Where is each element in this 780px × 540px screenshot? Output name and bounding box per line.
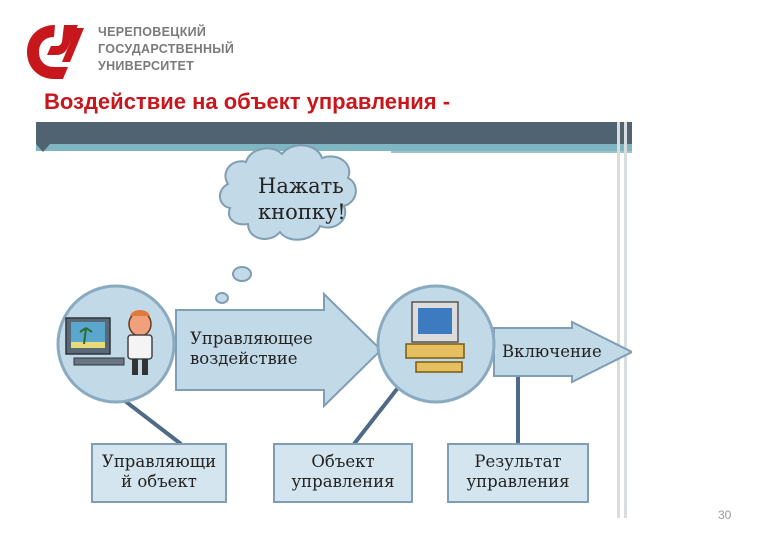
- university-name-line: ЧЕРЕПОВЕЦКИЙ: [98, 25, 207, 39]
- edge-stripe: [617, 122, 620, 518]
- computer-icon: [405, 301, 465, 373]
- control-object-label: Объект управления: [274, 452, 412, 492]
- control-action-line: Управляющее: [190, 329, 313, 348]
- top-accent-line: [391, 151, 632, 153]
- university-name-line: ГОСУДАРСТВЕННЫЙ: [98, 42, 235, 56]
- control-diagram: Нажать кнопку! Управляющее воздействие В…: [36, 122, 632, 518]
- switch-on-arrow: [493, 320, 632, 384]
- box-label-line: управления: [291, 471, 395, 491]
- edge-stripe: [624, 122, 627, 518]
- slide-title: Воздействие на объект управления -: [44, 89, 451, 114]
- switch-on-label: Включение: [502, 342, 602, 361]
- top-accent-bar: [36, 144, 632, 151]
- control-result-label: Результат управления: [448, 452, 588, 492]
- top-bar-notch: [36, 144, 50, 152]
- control-action-arrow: [175, 291, 383, 409]
- control-subject-label: Управляющи й объект: [92, 452, 226, 492]
- thought-bubble-line: Нажать: [258, 174, 344, 198]
- connector-line: [352, 378, 406, 446]
- page-number: 30: [718, 508, 732, 522]
- box-label-line: управления: [466, 471, 570, 491]
- university-name: ЧЕРЕПОВЕЦКИЙ ГОСУДАРСТВЕННЫЙ УНИВЕРСИТЕТ: [98, 24, 234, 75]
- university-name-line: УНИВЕРСИТЕТ: [98, 59, 195, 73]
- control-subject-box: [91, 443, 227, 503]
- thought-bubble-text: Нажать кнопку!: [258, 173, 346, 226]
- box-label-line: й объект: [121, 471, 197, 491]
- control-result-box: [447, 443, 589, 503]
- box-label-line: Результат: [474, 452, 562, 471]
- top-bar: [36, 122, 632, 144]
- thought-bubble-line: кнопку!: [258, 200, 346, 225]
- user-at-computer-icon: [65, 310, 153, 375]
- control-object-node: [376, 284, 496, 404]
- box-label-line: Управляющи: [101, 452, 217, 471]
- control-object-box: [273, 443, 413, 503]
- control-action-label: Управляющее воздействие: [190, 329, 313, 369]
- thought-bubble: [200, 144, 357, 323]
- university-logo-icon: [27, 25, 84, 79]
- box-label-line: Объект: [311, 452, 375, 471]
- control-action-line: воздействие: [190, 348, 298, 368]
- control-subject-node: [56, 284, 176, 404]
